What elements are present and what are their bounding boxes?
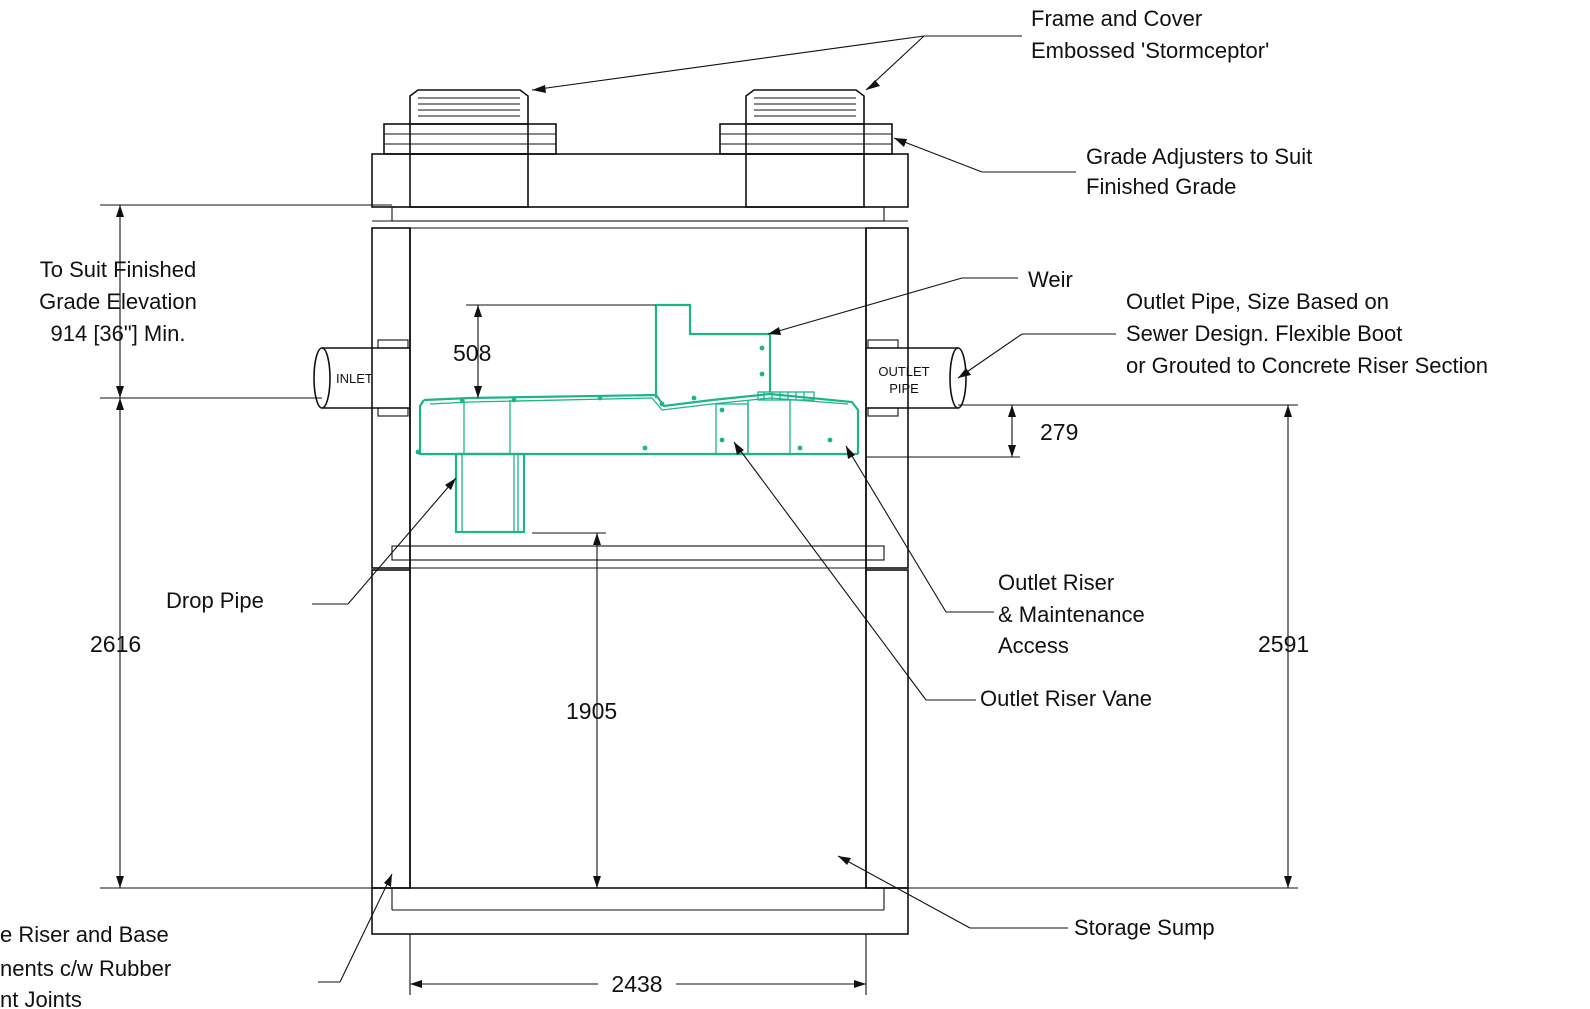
left-hatch-slab bbox=[409, 153, 529, 208]
right-wall-lower bbox=[865, 569, 909, 889]
dimension-values: 508 279 2616 2591 1905 2438 bbox=[90, 340, 1309, 997]
drop-pipe-label: Drop Pipe bbox=[166, 588, 264, 613]
frame-cover-label-2: Embossed 'Stormceptor' bbox=[1031, 38, 1269, 63]
dim-2438: 2438 bbox=[611, 971, 662, 997]
precast-label-2: nents c/w Rubber bbox=[0, 956, 171, 981]
outlet-pipe-label-1: Outlet Pipe, Size Based on bbox=[1126, 289, 1389, 314]
finished-grade-label-2: Grade Elevation bbox=[39, 289, 197, 314]
frame-cover-label-1: Frame and Cover bbox=[1031, 6, 1202, 31]
outlet-pipe-label-3: or Grouted to Concrete Riser Section bbox=[1126, 353, 1488, 378]
outlet-riser-vane-label: Outlet Riser Vane bbox=[980, 686, 1152, 711]
access-frames bbox=[383, 89, 893, 208]
outlet-riser-label-2: & Maintenance bbox=[998, 602, 1145, 627]
weir-label: Weir bbox=[1028, 267, 1073, 292]
drop-pipe-shape bbox=[454, 452, 526, 534]
joint-mid bbox=[391, 545, 885, 561]
precast-label-1: e Riser and Base bbox=[0, 922, 169, 947]
right-frame-cover bbox=[745, 89, 865, 124]
base-slab bbox=[371, 887, 909, 935]
grade-adjusters-label-2: Finished Grade bbox=[1086, 174, 1236, 199]
stormceptor-insert bbox=[415, 303, 860, 534]
grade-adjusters-label-1: Grade Adjusters to Suit bbox=[1086, 144, 1312, 169]
dim-2616: 2616 bbox=[90, 631, 141, 657]
dimension-lines bbox=[100, 204, 1298, 995]
outlet-pipe-label-2: Sewer Design. Flexible Boot bbox=[1126, 321, 1402, 346]
weir-shape bbox=[656, 303, 772, 392]
left-wall-lower bbox=[371, 569, 411, 889]
outlet-riser-label-1: Outlet Riser bbox=[998, 570, 1114, 595]
joint-top bbox=[391, 206, 885, 222]
concrete-structure bbox=[371, 153, 909, 935]
right-wall-upper bbox=[865, 227, 909, 569]
precast-label-3: nt Joints bbox=[0, 987, 82, 1009]
top-slab bbox=[371, 153, 909, 208]
right-hatch-slab bbox=[745, 153, 865, 208]
left-frame-cover bbox=[409, 89, 529, 124]
finished-grade-label-1: To Suit Finished bbox=[40, 257, 197, 282]
outlet-pipe bbox=[866, 339, 967, 417]
storage-sump-label: Storage Sump bbox=[1074, 915, 1215, 940]
left-wall-upper bbox=[371, 227, 411, 569]
dim-508: 508 bbox=[453, 340, 491, 366]
labels: Frame and Cover Embossed 'Stormceptor' G… bbox=[0, 6, 1488, 1009]
outlet-pipe-tag-2: PIPE bbox=[889, 381, 919, 396]
inlet-pipe-tag: INLET bbox=[336, 371, 373, 386]
leader-lines bbox=[312, 35, 1116, 983]
finished-grade-label-3: 914 [36"] Min. bbox=[51, 321, 186, 346]
dim-279: 279 bbox=[1040, 419, 1078, 445]
outlet-riser-label-3: Access bbox=[998, 633, 1069, 658]
outlet-pipe-tag-1: OUTLET bbox=[878, 364, 929, 379]
dim-1905: 1905 bbox=[566, 698, 617, 724]
inlet-pipe bbox=[313, 339, 410, 417]
dim-2591: 2591 bbox=[1258, 631, 1309, 657]
